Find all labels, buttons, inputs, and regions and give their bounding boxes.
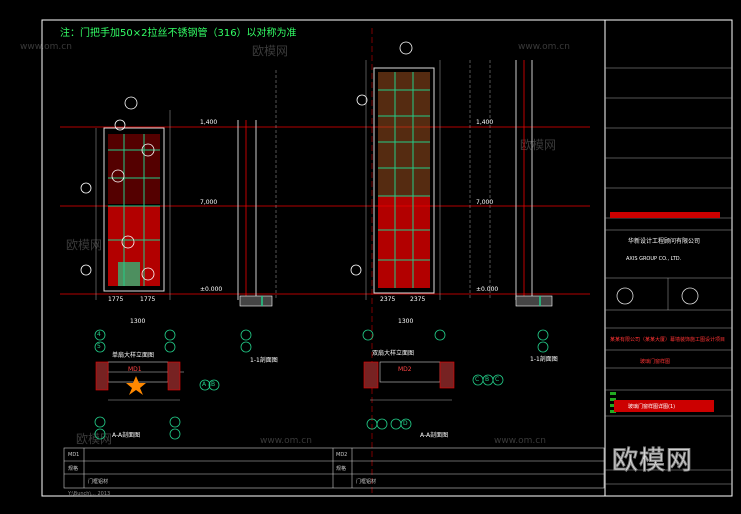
axis-label: C — [495, 376, 500, 383]
dim-label: 1775 — [140, 296, 156, 303]
axis-label: D — [403, 420, 408, 427]
left-plan — [95, 361, 184, 401]
file-path: Y:\Bunch\... 2013 — [68, 491, 111, 497]
right-section-caption: 1-1剖面图 — [530, 356, 558, 363]
right-elevation — [350, 41, 441, 300]
watermark-text: www.om.cn — [494, 436, 546, 446]
dim-label: 7,000 — [476, 199, 494, 206]
watermark-text: www.om.cn — [20, 42, 72, 52]
dim-label: 2375 — [380, 296, 396, 303]
project-highlight — [610, 212, 720, 218]
watermark-text: www.om.cn — [260, 436, 312, 446]
table-cell: 规格 — [68, 466, 79, 472]
axis-label: A — [202, 381, 207, 388]
left-elevation-caption: 单扇大样立面图 — [112, 352, 155, 359]
watermark-logo: 欧模网 — [252, 44, 289, 58]
bottom-table — [63, 447, 605, 489]
drawing-no-box — [614, 400, 714, 412]
watermark-logo: 欧模网 — [66, 238, 103, 252]
company-name-en: AXIS GROUP CO., LTD. — [626, 256, 682, 262]
left-plan-label: MD1 — [128, 366, 142, 373]
drawing-note: 注：门把手加50×2拉丝不锈钢管（316）以对称为准 — [60, 28, 297, 39]
dim-label: 1775 — [108, 296, 124, 303]
dim-label: 1,400 — [200, 119, 218, 126]
project-name: 某某有限公司（某某大厦）幕墙装饰施工图设计项目 — [610, 337, 726, 343]
drawing-no: 玻璃门窗样图详图(1) — [628, 404, 676, 410]
dim-label: 2375 — [410, 296, 426, 303]
left-section — [237, 70, 277, 353]
dim-label: ±0.000 — [476, 286, 499, 293]
table-cell: MD1 — [68, 452, 80, 458]
dim-label: 1300 — [130, 318, 146, 325]
table-cell: 门框铝材 — [356, 479, 377, 485]
title-block — [605, 67, 732, 485]
axis-label: 4 — [97, 331, 101, 338]
watermark-logo: 欧模网 — [76, 432, 113, 446]
right-plan-label: MD2 — [398, 366, 412, 373]
right-plan-caption: A-A剖面图 — [420, 432, 449, 439]
dim-label: 1,400 — [476, 119, 494, 126]
dim-label: 7,000 — [200, 199, 218, 206]
axis-label: B — [211, 381, 216, 388]
axis-label: B — [485, 376, 490, 383]
title-logo-marks — [616, 287, 699, 305]
dim-label: ±0.000 — [200, 286, 223, 293]
table-cell: 规格 — [336, 466, 347, 472]
left-section-caption: 1-1剖面图 — [250, 357, 278, 364]
axis-label: 5 — [97, 343, 101, 350]
brand-logo: 欧模网 — [611, 446, 694, 477]
company-name-cn: 华新设计工程顾问有限公司 — [628, 238, 701, 245]
drawing-name: 玻璃门窗样图 — [640, 359, 671, 365]
watermark-logo: 欧模网 — [520, 138, 557, 152]
axis-label: C — [475, 376, 480, 383]
axis-markers — [94, 329, 504, 440]
title-green-boxes — [610, 392, 616, 413]
table-cell: 门框铝材 — [88, 479, 109, 485]
dim-label: 1300 — [398, 318, 414, 325]
right-section — [469, 60, 553, 353]
left-plan-caption: A-A剖面图 — [112, 432, 141, 439]
right-plan — [363, 361, 455, 401]
right-elevation-caption: 双扇大样立面图 — [372, 350, 415, 357]
left-elevation — [80, 96, 171, 300]
table-cell: MD2 — [336, 452, 348, 458]
watermark-text: www.om.cn — [518, 42, 570, 52]
